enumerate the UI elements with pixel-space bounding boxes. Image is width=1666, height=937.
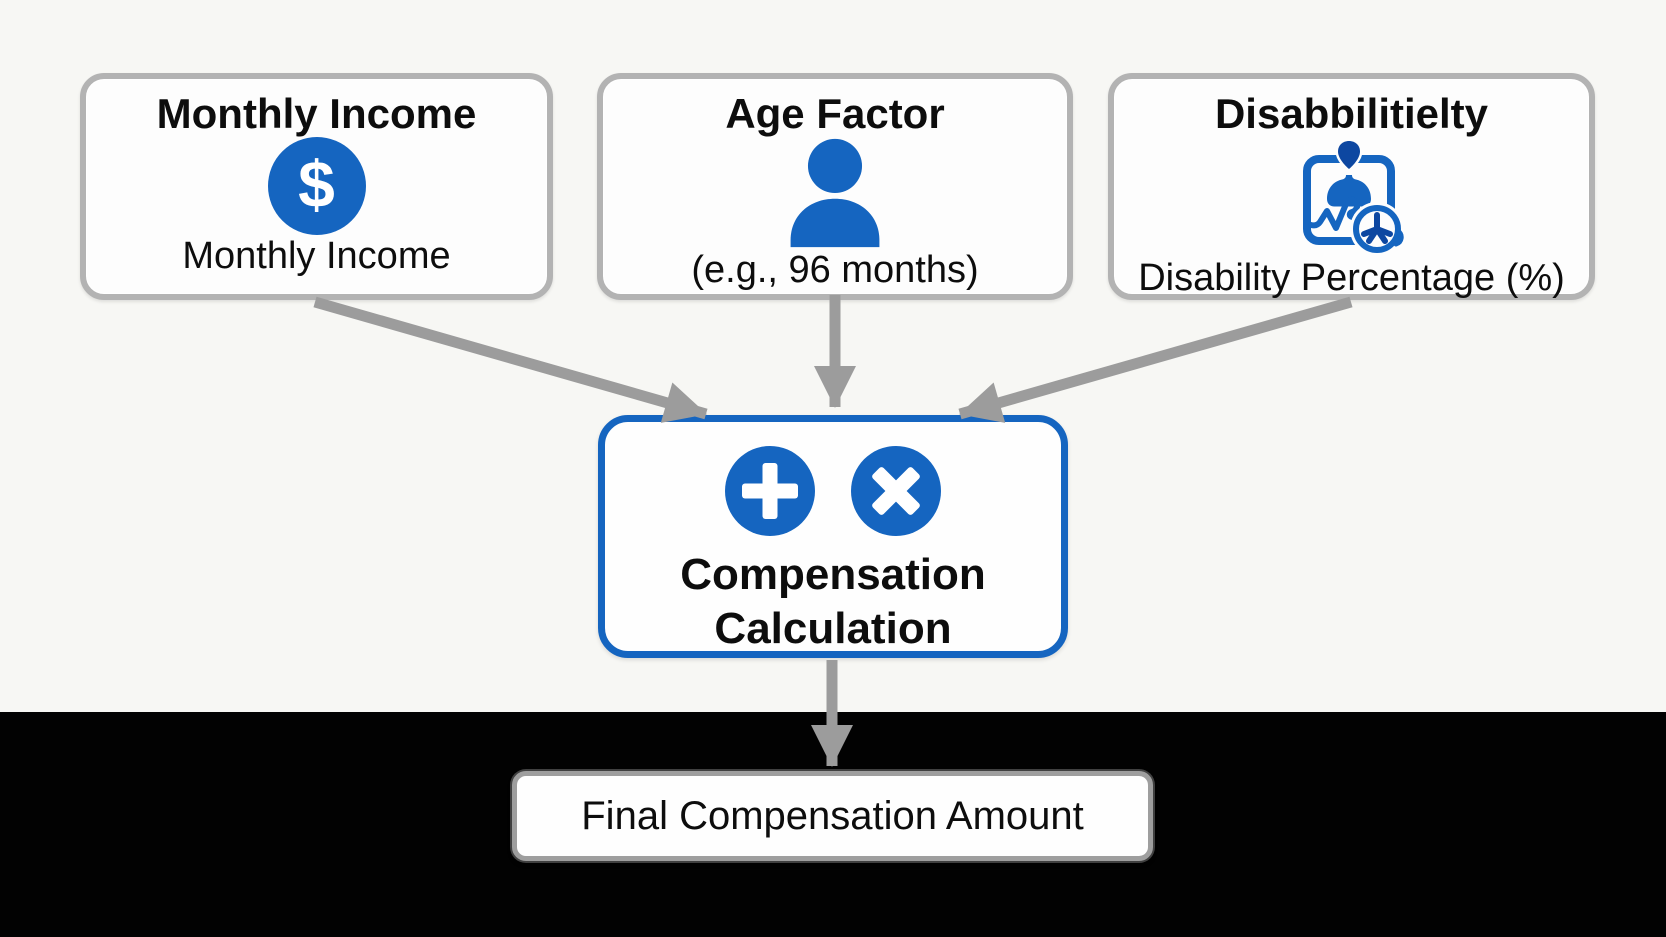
node-subtitle: Disability Percentage (%) xyxy=(1138,257,1565,300)
dollar-glyph: $ xyxy=(298,147,335,222)
disability-record-icon xyxy=(1302,138,1404,257)
arrow-monthly-income-to-calc xyxy=(313,296,708,423)
node-subtitle: Monthly Income xyxy=(182,235,451,278)
person-icon xyxy=(790,139,880,248)
node-final-compensation: Final Compensation Amount xyxy=(512,771,1153,861)
node-compensation-calculation: Compensation Calculation xyxy=(598,415,1068,658)
node-subtitle: (e.g., 96 months) xyxy=(691,249,979,292)
plus-icon xyxy=(725,446,815,536)
node-title: Disabbilitielty xyxy=(1214,90,1489,137)
output-label: Final Compensation Amount xyxy=(581,793,1084,838)
node-monthly-income: Monthly Income $ Monthly Income xyxy=(80,73,553,300)
node-title: Age Factor xyxy=(725,90,945,137)
node-disability: Disabbilitielty Disability xyxy=(1108,73,1595,300)
dollar-icon: $ xyxy=(267,137,366,236)
node-age-factor: Age Factor (e.g., 96 months) xyxy=(597,73,1073,300)
node-title: Monthly Income xyxy=(156,90,477,137)
arrow-disability-to-calc xyxy=(958,296,1353,423)
process-title: Compensation Calculation xyxy=(680,550,986,653)
multiply-icon xyxy=(851,446,941,536)
